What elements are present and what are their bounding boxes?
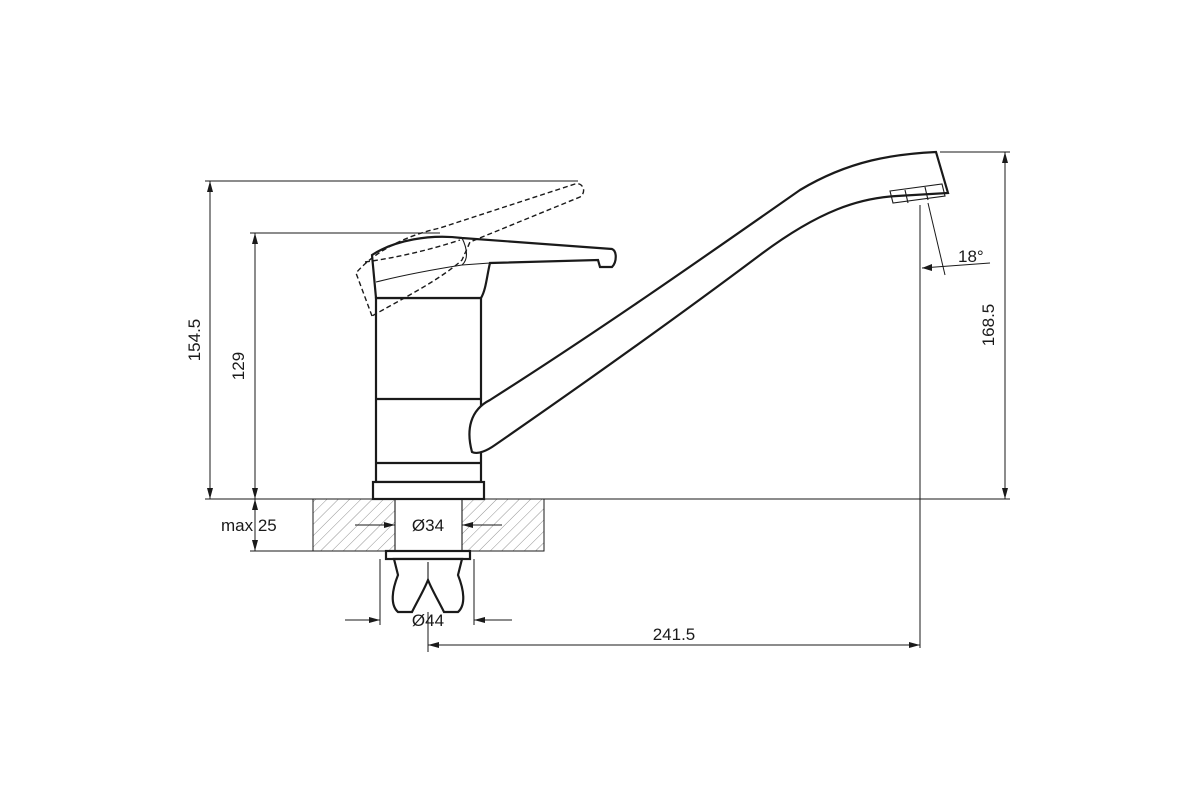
- lever-handle-raised: [355, 183, 585, 318]
- dim-spout-reach: 241.5: [653, 625, 696, 644]
- dim-hole-diameter: Ø34: [412, 516, 444, 535]
- faucet-body: [371, 296, 486, 501]
- spout: [468, 150, 950, 454]
- dimension-labels: 154.5 129 168.5 18° max 25 Ø34 Ø44 241.5: [185, 247, 998, 644]
- dimension-lines: [207, 152, 1008, 648]
- dim-body-height: 129: [229, 352, 248, 380]
- dim-max-thickness: max 25: [221, 516, 277, 535]
- dim-nut-diameter: Ø44: [412, 611, 444, 630]
- dim-total-height: 154.5: [185, 319, 204, 362]
- dim-spout-height: 168.5: [979, 304, 998, 347]
- extension-lines: [205, 151, 1010, 652]
- dim-spout-angle: 18°: [958, 247, 984, 266]
- lever-handle: [370, 235, 617, 300]
- mounting-nut: [384, 549, 472, 614]
